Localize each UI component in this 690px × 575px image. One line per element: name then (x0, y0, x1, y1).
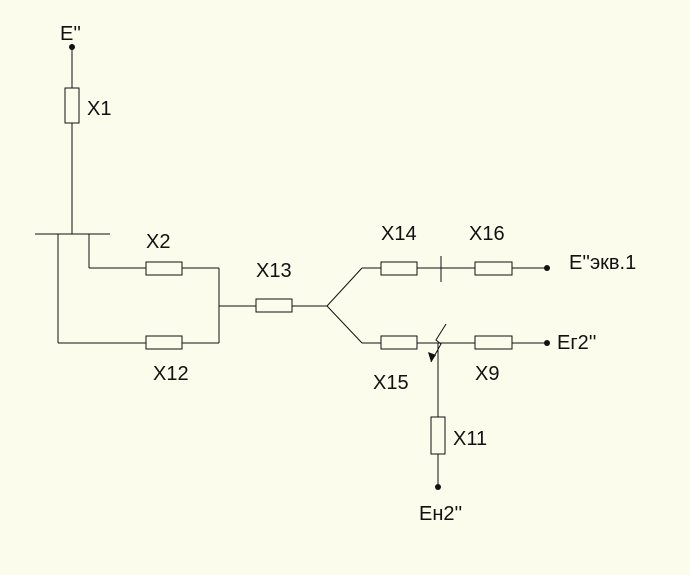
resistor-x12 (145, 335, 183, 350)
terminal-en2 (435, 484, 441, 490)
wire-fork-down (326, 305, 363, 344)
label-eg2: Ег2'' (557, 332, 596, 354)
resistor-x13 (255, 298, 293, 313)
resistor-x1 (64, 87, 80, 124)
label-x1: X1 (87, 98, 111, 120)
resistor-x15 (380, 335, 418, 350)
resistor-x11 (430, 416, 446, 455)
label-x15: X15 (373, 372, 409, 394)
resistor-x14 (380, 261, 418, 276)
wire-fork-up (326, 267, 363, 307)
label-en2: Ен2'' (419, 503, 462, 525)
terminal-e-eq1 (544, 265, 550, 271)
label-x9: X9 (475, 363, 499, 385)
resistor-x2 (145, 261, 183, 276)
label-x11: X11 (453, 428, 487, 450)
label-e-top: E'' (60, 23, 81, 45)
label-x13: X13 (256, 260, 292, 282)
fault-lightning-icon (428, 323, 447, 363)
label-e-eq1: E''экв.1 (569, 252, 636, 274)
label-x2: X2 (146, 231, 170, 253)
label-x12: X12 (153, 363, 189, 385)
terminal-e-top (69, 44, 75, 50)
resistor-x9 (474, 335, 513, 350)
label-x16: X16 (469, 223, 505, 245)
resistor-x16 (474, 261, 513, 276)
terminal-eg2 (544, 340, 550, 346)
label-x14: X14 (381, 223, 417, 245)
